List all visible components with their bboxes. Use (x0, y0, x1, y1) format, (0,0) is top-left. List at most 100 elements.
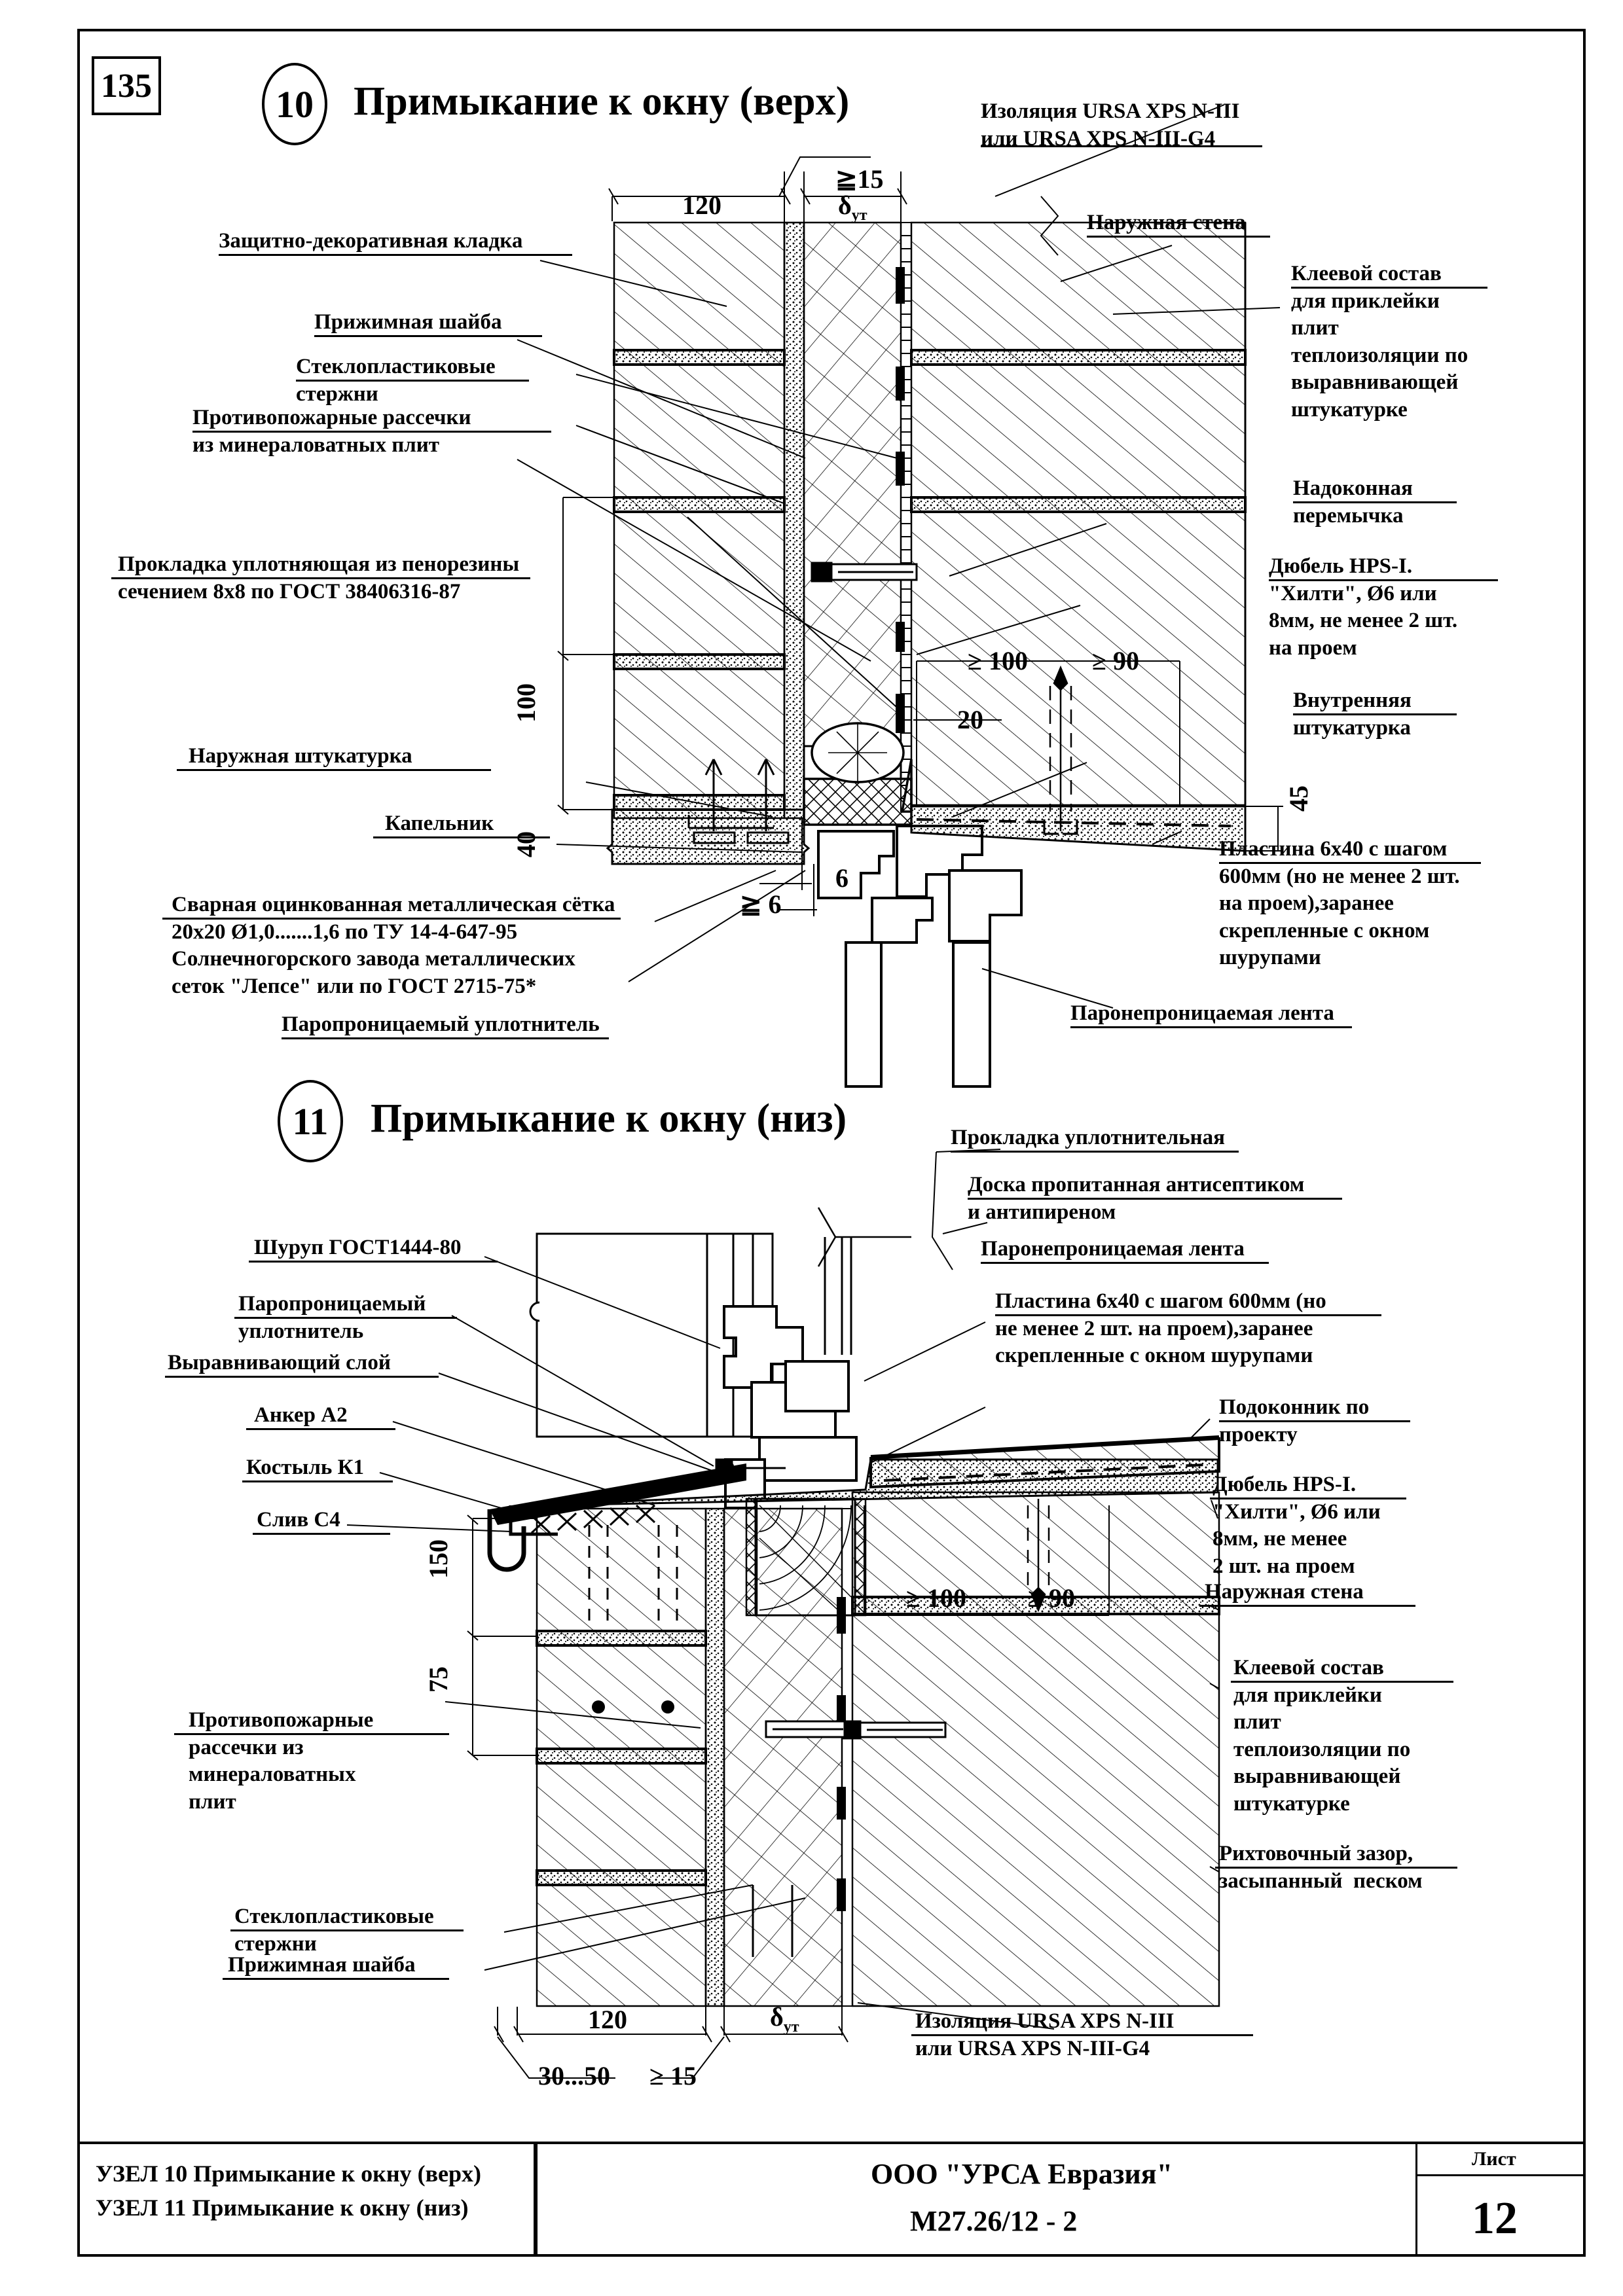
dim-3050-11: 30...50 (538, 2061, 610, 2090)
label-dowel-10: Дюбель HPS-I. "Хилти", Ø6 или 8мм, не ме… (1269, 554, 1458, 660)
label-vapour-tight-tape-11: Паронепроницаемая лента (981, 1237, 1245, 1261)
title-block-left (77, 2142, 536, 2257)
label-firebreaks-10: Противопожарные рассечки из минераловатн… (192, 406, 471, 457)
title-block-divider-3 (1415, 2174, 1586, 2176)
label-outer-wall-10: Наружная стена (1087, 211, 1246, 234)
label-underline (373, 836, 550, 838)
dim-15-11: ≥ 15 (649, 2061, 697, 2090)
label-underline (192, 431, 551, 433)
dim-120-11: 120 (588, 2005, 627, 2034)
label-underline (1293, 713, 1457, 715)
label-decor-masonry-10: Защитно-декоративная кладка (219, 229, 523, 253)
detail-11-marker: 11 (278, 1080, 343, 1162)
label-underline (1070, 1026, 1352, 1028)
label-underline (296, 380, 529, 382)
label-underline (1199, 1605, 1415, 1607)
label-underline (995, 1314, 1381, 1316)
label-insulation-11: Изоляция URSA XPS N-III или URSA XPS N-I… (915, 2009, 1175, 2060)
label-underline (162, 918, 621, 920)
label-plate-10: Пластина 6х40 с шагом 600мм (но не менее… (1219, 837, 1460, 970)
sheet-border (77, 29, 1586, 2257)
title-block-divider-1 (536, 2142, 538, 2257)
label-underline (968, 1198, 1342, 1200)
label-rods-10: Стеклопластиковые стержни (296, 355, 496, 406)
dim-90-right-10: ≥ 90 (1092, 646, 1139, 675)
sheet-corner-number: 135 (92, 56, 161, 115)
label-plate-11: Пластина 6х40 с шагом 600мм (но не менее… (995, 1289, 1326, 1368)
label-underline (1291, 287, 1487, 289)
title-block-top-rule (77, 2142, 1586, 2144)
dim-150-11: 150 (424, 1539, 453, 1579)
label-glue-11: Клеевой состав для приклейки плит теплои… (1233, 1656, 1411, 1816)
label-drip-10: Капельник (385, 812, 494, 835)
label-underline (242, 1480, 393, 1482)
label-underline (1210, 1498, 1406, 1499)
dim-120-10: 120 (682, 190, 721, 220)
detail-11-title: Примыкание к окну (низ) (371, 1096, 847, 1141)
label-underline (1269, 579, 1498, 581)
label-outer-plaster-10: Наружная штукатурка (189, 744, 412, 768)
label-underline (230, 1929, 464, 1931)
title-block-left-line1: УЗЕЛ 10 Примыкание к окну (верх) (96, 2161, 482, 2187)
label-underline (165, 1376, 439, 1378)
title-block-company: ООО "УРСА Евразия" (871, 2158, 1173, 2190)
label-underline (1231, 1681, 1453, 1683)
dim-20-10: 20 (957, 705, 983, 734)
label-dowel-11: Дюбель HPS-I. "Хилти", Ø6 или 8мм, не ме… (1213, 1473, 1381, 1578)
label-bracket-11: Костыль К1 (246, 1456, 365, 1479)
label-underline (1215, 1867, 1457, 1869)
label-underline (981, 145, 1262, 147)
label-window-sill-11: Подоконник по проекту (1219, 1395, 1370, 1446)
label-washer-10: Прижимная шайба (314, 310, 502, 334)
label-vapour-perm-seal-10: Паропроницаемый уплотнитель (282, 1013, 600, 1036)
dim-100-left-10: 100 (511, 683, 541, 723)
label-vapour-perm-seal-11: Паропроницаемый уплотнитель (238, 1292, 426, 1343)
title-block-left-line2: УЗЕЛ 11 Примыкание к окну (низ) (96, 2195, 469, 2221)
label-underline (253, 1533, 390, 1535)
label-underline (234, 1317, 457, 1319)
title-block-divider-2 (1415, 2142, 1417, 2257)
label-screw-11: Шуруп ГОСТ1444-80 (254, 1236, 462, 1259)
title-block-code: М27.26/12 - 2 (910, 2205, 1078, 2237)
label-mesh-10: Сварная оцинкованная металлическая сётка… (172, 893, 615, 998)
label-underline (1087, 236, 1270, 238)
dim-100-right-10: ≥ 100 (968, 646, 1028, 675)
label-lintel-10: Надоконная перемычка (1293, 476, 1413, 528)
label-level-layer-11: Выравнивающий слой (168, 1351, 391, 1374)
label-insulation-10: Изоляция URSA XPS N-III или URSA XPS N-I… (981, 99, 1240, 151)
label-rods-11: Стеклопластиковые стержни (234, 1905, 434, 1956)
label-underline (249, 1261, 498, 1263)
label-board-11: Доска пропитанная антисептиком и антипир… (968, 1173, 1305, 1224)
sheet-number: 12 (1472, 2193, 1518, 2244)
label-vapour-tight-tape-10: Паронепроницаемая лента (1070, 1001, 1334, 1025)
label-underline (174, 1733, 449, 1735)
label-inner-plaster-10: Внутренняя штукатурка (1293, 689, 1412, 740)
label-underline (1219, 862, 1481, 864)
label-drain-11: Слив С4 (257, 1508, 340, 1532)
sheet-label: Лист (1472, 2148, 1516, 2170)
label-underline (246, 1428, 395, 1430)
label-underline (219, 254, 572, 256)
dim-6-top-10: 6 (835, 863, 848, 893)
label-underline (1293, 501, 1457, 503)
label-underline (111, 577, 530, 579)
label-underline (911, 2034, 1253, 2036)
label-underline (282, 1037, 609, 1039)
label-seal-gasket-11: Прокладка уплотнительная (951, 1126, 1226, 1149)
label-washer-11: Прижимная шайба (228, 1953, 416, 1977)
label-anchor-11: Анкер А2 (254, 1403, 348, 1427)
label-firebreaks-11: Противопожарные рассечки из минераловатн… (189, 1708, 374, 1814)
dim-75-11: 75 (424, 1666, 453, 1693)
label-gasket-10: Прокладка уплотняющая из пенорезины сече… (118, 552, 520, 603)
label-gap-sand-11: Рихтовочный зазор, засыпанный песком (1219, 1842, 1423, 1893)
detail-10-title: Примыкание к окну (верх) (354, 79, 850, 124)
dim-40-left-10: 40 (511, 831, 541, 857)
detail-10-marker: 10 (262, 63, 327, 145)
dim-100-right-11: ≥ 100 (906, 1583, 966, 1613)
label-underline (223, 1978, 449, 1980)
dim-6-bottom-10: ≧ 6 (740, 889, 782, 919)
label-outer-wall-11: Наружная стена (1205, 1580, 1364, 1604)
dim-15-10: ≧15 (835, 164, 884, 194)
dim-dut-11: δут (770, 2002, 799, 2036)
